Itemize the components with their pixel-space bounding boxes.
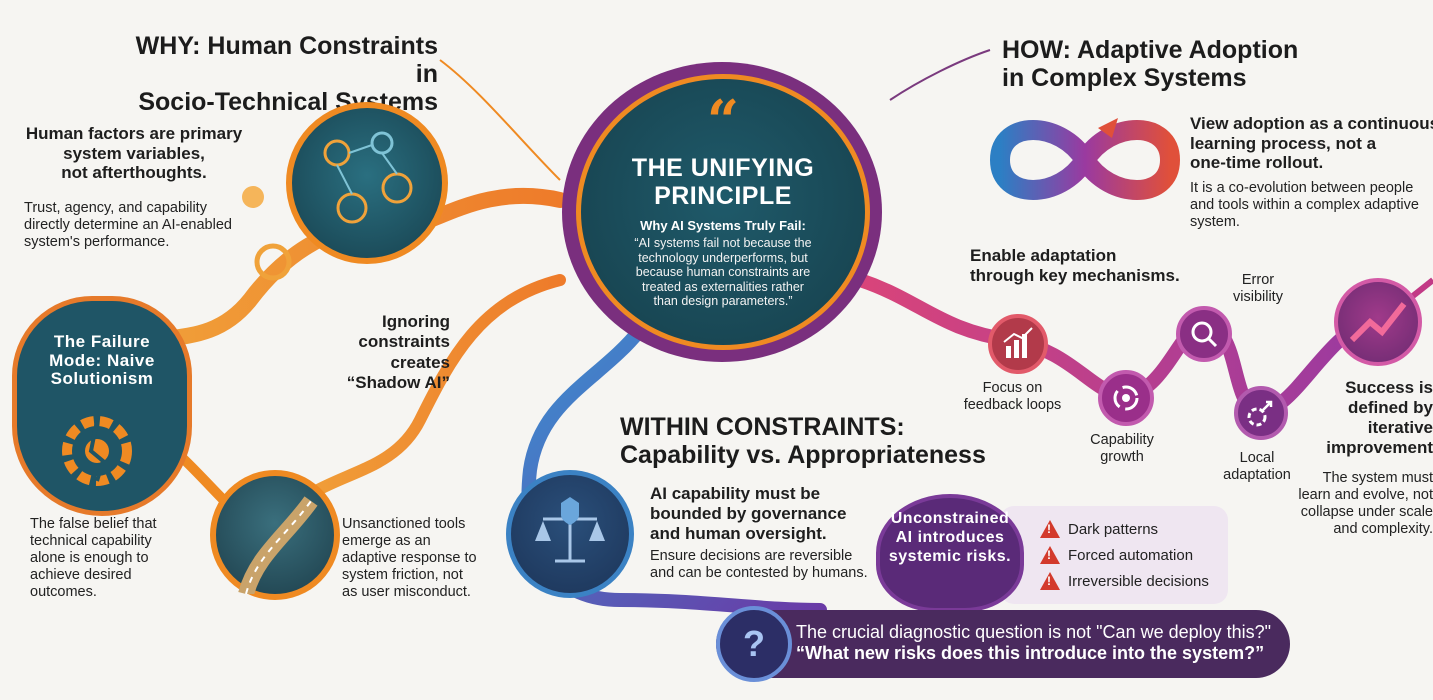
shadow-ai-heading: Ignoring constraints creates “Shadow AI” (346, 312, 450, 393)
mechanism-label-error: Error visibility (1233, 272, 1283, 306)
warning-icon (1040, 520, 1060, 538)
broken-gear-icon (62, 416, 132, 486)
success-heading: Success is defined by iterative improvem… (1326, 378, 1433, 458)
error-visibility-node (1176, 306, 1232, 362)
unifying-principle-quote: “AI systems fail not because the technol… (634, 236, 812, 308)
magnifier-gear-icon (1191, 321, 1218, 348)
local-adaptation-node (1234, 386, 1288, 440)
bounded-capability-heading: AI capability must be bounded by governa… (650, 484, 847, 544)
failure-mode-card: The Failure Mode: Naive Solutionism (12, 296, 192, 516)
bar-chart-icon (1003, 327, 1033, 358)
why-section-title: WHY: Human Constraints in Socio-Technica… (108, 32, 438, 116)
diagnostic-question-line1: The crucial diagnostic question is not "… (796, 622, 1272, 642)
within-constraints-title: WITHIN CONSTRAINTS: Capability vs. Appro… (620, 413, 986, 469)
systemic-risks-card: Unconstrained AI introduces systemic ris… (876, 494, 1024, 612)
diagnostic-question-text: The crucial diagnostic question is not "… (796, 622, 1284, 664)
success-body: The system must learn and evolve, not co… (1298, 470, 1433, 538)
unifying-principle-card: “ THE UNIFYING PRINCIPLE Why AI Systems … (576, 74, 870, 350)
feedback-loops-node (988, 314, 1048, 374)
unifying-principle-subtitle: Why AI Systems Truly Fail: (640, 218, 806, 233)
capability-growth-node (1098, 370, 1154, 426)
continuous-learning-heading: View adoption as a continuous learning p… (1190, 114, 1433, 173)
diagnostic-question-bar (716, 610, 1290, 678)
mechanism-label-capability: Capability growth (1090, 432, 1154, 466)
risk-list: Dark patterns Forced automation Irrevers… (1040, 516, 1209, 594)
diagnostic-question-line2: “What new risks does this introduce into… (796, 643, 1265, 663)
road-icon (238, 496, 318, 597)
risk-item: Irreversible decisions (1040, 568, 1209, 594)
bounded-capability-body: Ensure decisions are reversible and can … (650, 548, 868, 582)
mechanisms-heading: Enable adaptation through key mechanisms… (970, 246, 1180, 286)
quote-mark-icon: “ (706, 88, 740, 154)
warning-icon (1040, 572, 1060, 590)
warning-icon (1040, 546, 1060, 564)
failure-mode-body: The false belief that technical capabili… (30, 516, 157, 601)
continuous-learning-body: It is a co-evolution between people and … (1190, 180, 1419, 231)
failure-mode-title: The Failure Mode: Naive Solutionism (49, 332, 155, 389)
refresh-cycle-icon (1113, 385, 1139, 411)
scale-shield-icon (535, 497, 605, 563)
mechanism-label-feedback: Focus on feedback loops (963, 380, 1062, 414)
people-network-icon (323, 131, 413, 224)
systemic-risks-title: Unconstrained AI introduces systemic ris… (888, 510, 1012, 565)
shadow-ai-body: Unsanctioned tools emerge as an adaptive… (342, 516, 477, 601)
how-section-title: HOW: Adaptive Adoption in Complex System… (1002, 36, 1299, 92)
risk-item: Dark patterns (1040, 516, 1209, 542)
success-node (1334, 278, 1422, 366)
human-factors-body: Trust, agency, and capability directly d… (24, 200, 232, 251)
shadow-ai-road-illustration (210, 470, 340, 600)
question-icon: ? (716, 606, 792, 682)
risk-item: Forced automation (1040, 542, 1209, 568)
trend-up-icon (1349, 302, 1407, 343)
gear-arrow-icon (1247, 400, 1273, 427)
human-factors-heading: Human factors are primary system variabl… (25, 124, 243, 183)
risk-list-panel (1000, 506, 1228, 604)
why-title-line1: WHY: Human Constraints in (135, 32, 438, 88)
unifying-principle-title: THE UNIFYING PRINCIPLE (631, 154, 815, 210)
human-factors-illustration (286, 102, 448, 264)
governance-scale-illustration (506, 470, 634, 598)
mechanism-label-local: Local adaptation (1223, 450, 1291, 484)
